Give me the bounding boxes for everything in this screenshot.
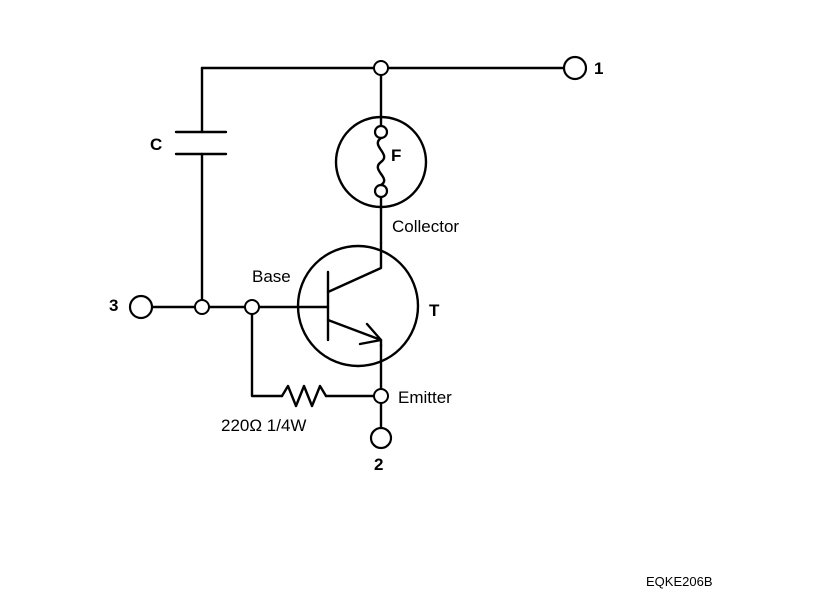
- capacitor-label: C: [150, 135, 162, 154]
- base-label: Base: [252, 267, 291, 286]
- figure-code: EQKE206B: [646, 574, 713, 589]
- transistor: [296, 241, 420, 368]
- transistor-label: T: [429, 301, 440, 320]
- terminals: 1 3 2: [109, 55, 603, 474]
- node-capacitor-base: [194, 299, 210, 315]
- collector-label: Collector: [392, 217, 459, 236]
- terminal-2: [369, 426, 393, 450]
- capacitor: [174, 130, 228, 156]
- fuse-element: [376, 136, 386, 187]
- transistor-collector-lead: [326, 241, 383, 294]
- wire-base-to-resistor: [250, 305, 284, 398]
- pin-labels: Base Collector Emitter: [252, 217, 459, 407]
- terminal-1-label: 1: [594, 59, 603, 78]
- fuse: [334, 115, 428, 209]
- emitter-label: Emitter: [398, 388, 452, 407]
- node-top-rail: [373, 60, 389, 76]
- junction-nodes: [194, 60, 389, 404]
- node-base-resistor: [244, 299, 260, 315]
- fuse-label: F: [391, 146, 401, 165]
- resistor: [280, 384, 328, 408]
- terminal-1: [562, 55, 588, 81]
- component-labels: C F T 220Ω 1/4W: [150, 135, 440, 435]
- terminal-2-label: 2: [374, 455, 383, 474]
- terminal-3: [128, 294, 154, 320]
- resistor-label: 220Ω 1/4W: [221, 416, 306, 435]
- node-emitter: [373, 388, 389, 404]
- terminal-3-label: 3: [109, 296, 118, 315]
- emitter-arrow-icon: [358, 322, 383, 346]
